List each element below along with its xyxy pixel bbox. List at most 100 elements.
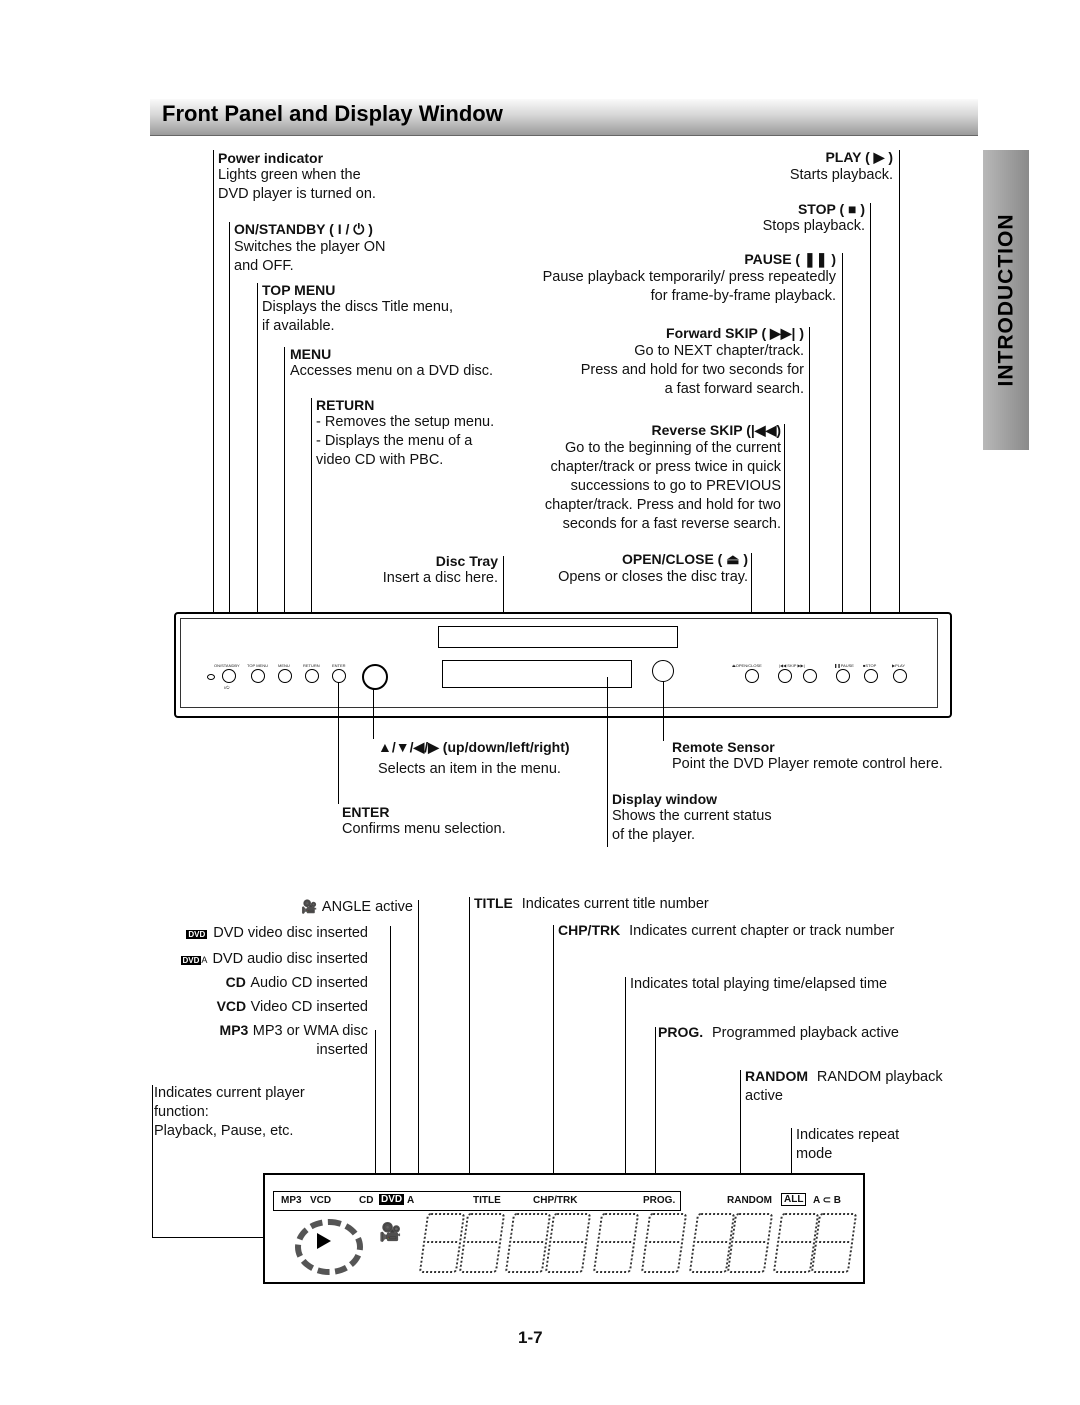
disc-tray-callout: Disc Tray Insert a disc here.: [348, 553, 498, 588]
leader-chp: [553, 925, 554, 1192]
vcd-label: VCD: [216, 998, 247, 1014]
leader-pause: [842, 253, 843, 670]
lcd-prog: PROG.: [643, 1195, 676, 1206]
repeat-callout: Indicates repeat mode: [796, 1126, 899, 1164]
reverse-skip-line-3: successions to go to PREVIOUS: [570, 478, 781, 494]
leader-random: [740, 1070, 741, 1192]
forward-skip-button: [803, 669, 817, 683]
leader-rskip: [784, 424, 785, 670]
leader-function: [152, 1085, 153, 1237]
return-callout: RETURN - Removes the setup menu. - Displ…: [316, 397, 494, 470]
leader-enter: [338, 682, 339, 804]
menu-heading: MENU: [290, 346, 332, 362]
panel-label-stop: ■STOP: [863, 663, 877, 668]
stop-heading: STOP ( ■ ): [797, 201, 865, 217]
leader-time: [625, 977, 626, 1192]
open-close-button: [745, 669, 759, 683]
top-menu-heading: TOP MENU: [262, 282, 336, 298]
dvd-video-text: DVD video disc inserted: [213, 925, 368, 941]
chp-callout: CHP/TRK Indicates current chapter or tra…: [558, 922, 894, 941]
panel-label-pause: ❚❚PAUSE: [834, 663, 854, 668]
prog-text: Programmed playback active: [712, 1025, 899, 1041]
play-button: [893, 669, 907, 683]
standby-line-2: and OFF.: [234, 258, 294, 274]
function-line-1: Indicates current player: [154, 1085, 305, 1101]
stop-button: [864, 669, 878, 683]
forward-skip-line-2: Press and hold for two seconds for: [580, 362, 804, 378]
reverse-skip-button: [778, 669, 792, 683]
leader-stop: [870, 203, 871, 670]
leader-title: [469, 897, 470, 1192]
section-tab: INTRODUCTION: [983, 150, 1029, 450]
lcd-cd: CD: [359, 1195, 374, 1206]
dvd-audio-badge: DVD: [180, 956, 202, 965]
leader-fskip: [809, 327, 810, 670]
title-bar: [150, 99, 978, 136]
leader-dvd: [390, 926, 391, 1192]
pause-line-1: Pause playback temporarily/ press repeat…: [542, 269, 836, 285]
standby-callout: ON/STANDBY ( I / ⏻ ) Switches the player…: [234, 221, 386, 276]
lcd-digit: [592, 1213, 640, 1273]
arrows-line-1: Selects an item in the menu.: [378, 761, 561, 777]
title-label: TITLE: [474, 895, 513, 911]
mp3-text: MP3 or WMA disc: [252, 1023, 368, 1039]
display-window-callout: Display window Shows the current status …: [612, 791, 772, 845]
title-text: Indicates current title number: [521, 896, 709, 912]
reverse-skip-line-4: chapter/track. Press and hold for two: [544, 497, 781, 513]
top-menu-line-2: if available.: [262, 318, 335, 334]
enter-line-1: Confirms menu selection.: [342, 821, 506, 837]
mp3-text-2: inserted: [316, 1042, 368, 1058]
panel-label-enter: ENTER: [332, 663, 346, 668]
panel-label-return: RETURN: [303, 663, 320, 668]
remote-sensor-callout: Remote Sensor Point the DVD Player remot…: [672, 739, 943, 774]
section-tab-label: INTRODUCTION: [994, 213, 1017, 387]
disc-tray: [438, 626, 678, 648]
lcd-dvd: DVD: [379, 1194, 405, 1205]
panel-label-skip: |◀◀ SKIP ▶▶|: [779, 663, 805, 668]
angle-text: ANGLE active: [321, 899, 413, 915]
top-menu-line-1: Displays the discs Title menu,: [262, 299, 453, 315]
forward-skip-line-1: Go to NEXT chapter/track.: [634, 343, 804, 359]
panel-label-topmenu: TOP MENU: [247, 663, 268, 668]
prog-callout: PROG. Programmed playback active: [658, 1024, 899, 1043]
leader-menu: [284, 347, 285, 670]
cd-callout: CD Audio CD inserted: [160, 974, 368, 993]
lcd-digit: [726, 1213, 774, 1273]
random-label: RANDOM: [745, 1068, 808, 1084]
lcd-disc-spin-icon: [295, 1219, 363, 1275]
chp-text: Indicates current chapter or track numbe…: [629, 923, 895, 939]
lcd-angle-icon: 🎥: [379, 1222, 402, 1242]
open-close-callout: OPEN/CLOSE ( ⏏ ) Opens or closes the dis…: [528, 551, 748, 587]
power-led: [207, 674, 215, 680]
chp-label: CHP/TRK: [558, 922, 621, 938]
front-panel-inner: [180, 618, 938, 708]
random-text-2: active: [745, 1088, 783, 1104]
leader-remote: [663, 681, 664, 741]
random-text: RANDOM playback: [816, 1069, 943, 1085]
return-line-2: - Displays the menu of a: [316, 433, 473, 449]
lcd-digit: [458, 1213, 506, 1273]
panel-label-standby: ON/STANDBY: [214, 663, 240, 668]
cd-label: CD: [225, 974, 246, 990]
power-indicator-callout: Power indicator Lights green when the DV…: [218, 150, 376, 204]
dvd-badge: DVD: [186, 930, 208, 939]
lcd-digit: [418, 1213, 466, 1273]
menu-button: [278, 669, 292, 683]
mp3-label: MP3: [219, 1022, 249, 1038]
lcd-display: MP3 VCD CD DVD A TITLE CHP/TRK PROG. RAN…: [263, 1173, 865, 1284]
leader-topmenu: [257, 283, 258, 670]
repeat-line-1: Indicates repeat: [796, 1127, 900, 1143]
function-callout: Indicates current player function: Playb…: [154, 1084, 305, 1141]
time-text: Indicates total playing time/elapsed tim…: [630, 976, 888, 992]
leader-disc-tray: [503, 556, 504, 626]
lcd-chp: CHP/TRK: [533, 1195, 578, 1206]
lcd-digit: [810, 1213, 858, 1273]
return-line-1: - Removes the setup menu.: [316, 414, 495, 430]
remote-sensor-line-1: Point the DVD Player remote control here…: [672, 756, 943, 772]
pause-button: [836, 669, 850, 683]
power-indicator-heading: Power indicator: [218, 150, 324, 166]
repeat-line-2: mode: [796, 1146, 833, 1162]
remote-sensor: [652, 660, 674, 682]
forward-skip-callout: Forward SKIP ( ▶▶| ) Go to NEXT chapter/…: [540, 325, 804, 399]
